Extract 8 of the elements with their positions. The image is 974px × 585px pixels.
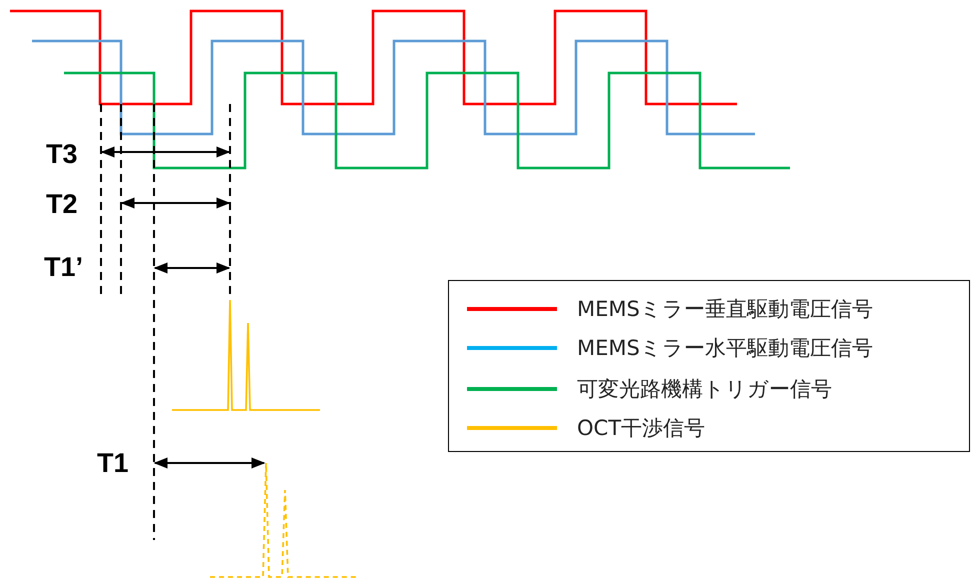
legend-text: 可変光路機構トリガー信号 [577, 376, 832, 403]
interval-label: T1 [97, 450, 129, 477]
legend-text: OCT干渉信号 [577, 415, 706, 442]
interval-label: T3 [46, 141, 78, 168]
legend-text: MEMSミラー水平駆動電圧信号 [577, 335, 873, 362]
interval-label: T1’ [44, 254, 84, 281]
legend-text: MEMSミラー垂直駆動電圧信号 [577, 296, 873, 323]
interval-label: T2 [46, 191, 78, 218]
